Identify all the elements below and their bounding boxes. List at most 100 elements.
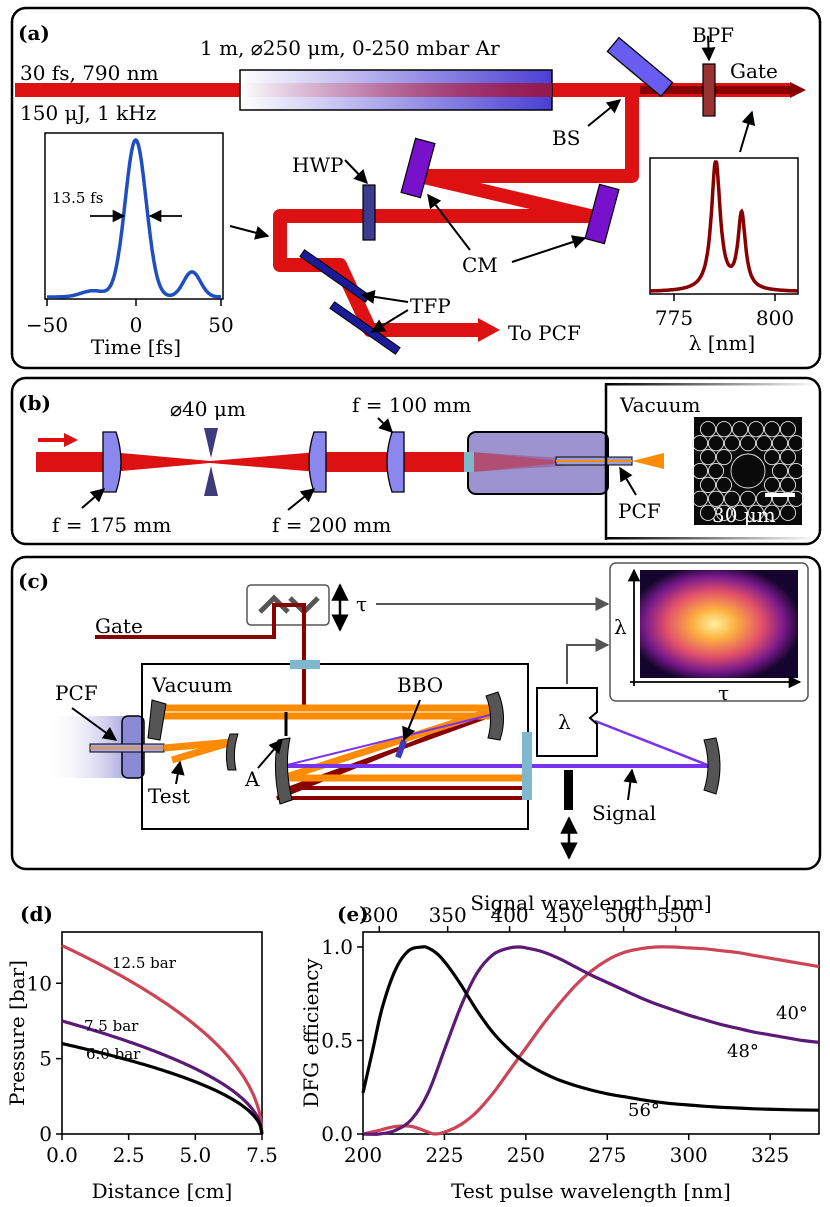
inset-spec-ticklabel-1: 775 <box>655 306 693 330</box>
pcf-output <box>632 453 664 469</box>
delay-mirror-1 <box>258 594 290 614</box>
e-series-label-2: 48° <box>727 1041 759 1062</box>
signal-pointer <box>623 768 638 801</box>
pinhole-bottom <box>204 466 218 496</box>
pcf-air-hole <box>779 421 797 438</box>
e-xtick-label: 300 <box>670 1143 708 1167</box>
tfp-label: TFP <box>410 294 451 318</box>
bpf-filter <box>702 63 716 117</box>
to-pcf-arrow <box>478 318 500 342</box>
cm-pointer-1 <box>427 193 471 251</box>
pcf-air-hole <box>755 435 773 452</box>
panel-c-frame <box>10 555 822 871</box>
lens-f200 <box>308 431 327 493</box>
inset-spec-pointer <box>739 110 756 153</box>
laser-spec-1: 30 fs, 790 nm <box>20 61 159 85</box>
pcf-air-hole <box>787 462 805 480</box>
pcf-air-hole <box>787 490 805 507</box>
panel-a-frame <box>10 6 822 370</box>
bbo-pointer <box>402 699 421 742</box>
pcf-air-hole <box>723 490 741 507</box>
pcf-air-hole <box>763 504 781 521</box>
pinhole-top <box>204 428 218 458</box>
d-xtick-label: 7.5 <box>246 1143 278 1167</box>
beam-splitter <box>606 36 674 98</box>
e-ytick-label: 1.0 <box>321 935 353 959</box>
d-series-label-1: 12.5 bar <box>112 954 177 972</box>
pcf-air-hole <box>779 504 797 521</box>
e-top-tick-label: 300 <box>360 903 398 927</box>
e-xtick-label: 225 <box>425 1143 463 1167</box>
pcf-air-hole <box>763 476 781 493</box>
gate-window <box>290 660 320 669</box>
inset-time-fwhm: 13.5 fs <box>52 189 103 207</box>
lens-f100 <box>386 431 405 493</box>
pcf-core-hole <box>730 453 766 489</box>
pinhole-label: ⌀40 μm <box>170 397 246 421</box>
d-xtick-label: 5.0 <box>179 1143 211 1167</box>
cm-label: CM <box>462 253 498 277</box>
laser-spec-2: 150 μJ, 1 kHz <box>20 101 156 125</box>
spectrometer <box>536 687 598 757</box>
f175-pointer <box>81 488 106 509</box>
panel-c: (c) <box>10 555 822 871</box>
inset-time-ticklabel-3: 50 <box>208 313 233 337</box>
d-series-label-2: 7.5 bar <box>84 1017 139 1035</box>
d-xtick-label: 2.5 <box>113 1143 145 1167</box>
trace-y-label: λ <box>614 615 627 639</box>
panel-c-tag: (c) <box>18 569 49 593</box>
bbo-crystal <box>395 739 407 759</box>
pcf-label-b: PCF <box>618 499 661 523</box>
pcf-air-hole <box>747 504 765 521</box>
e-ytick-label: 0.0 <box>321 1122 353 1146</box>
pcf-air-hole <box>755 490 773 507</box>
e-ylabel: DFG efficiency <box>299 958 323 1108</box>
spectrometer-label: λ <box>558 710 571 734</box>
bs-pointer <box>587 99 622 127</box>
pcf-air-hole <box>763 449 781 466</box>
signal-label: Signal <box>592 801 656 825</box>
bpf-pointer <box>701 35 716 62</box>
pcf-air-hole <box>771 435 789 452</box>
pcf-air-hole <box>747 421 765 438</box>
pcf-air-hole <box>699 476 717 493</box>
e-top-tick-label: 500 <box>604 903 642 927</box>
e-top-xlabel: Signal wavelength [nm] <box>470 891 711 915</box>
beam-b <box>36 452 470 472</box>
pcf-air-hole <box>707 490 725 507</box>
inset-time-pointer <box>229 225 270 240</box>
panel-a: (a) 30 fs, 790 nm 150 μJ, 1 kHz 1 m, ⌀25… <box>10 6 822 370</box>
output-window <box>522 732 532 800</box>
e-series-line-1 <box>362 945 820 1136</box>
vacuum-bottom-edge <box>606 537 818 540</box>
beam-block <box>564 770 573 810</box>
d-series-label-3: 6.0 bar <box>86 1045 141 1063</box>
lens-f175 <box>102 431 122 493</box>
vacuum-label-c: Vacuum <box>151 673 232 697</box>
tfp-pointer-2 <box>370 309 409 333</box>
d-xlabel: Distance [cm] <box>92 1179 233 1203</box>
test-path <box>162 704 525 782</box>
pcf-sem-image <box>694 417 802 525</box>
inset-time-ticklabel-1: −50 <box>26 313 68 337</box>
inset-time-pulse <box>47 137 221 299</box>
e-series-label-1: 40° <box>776 1003 808 1024</box>
d-xtick-label: 0.0 <box>46 1143 78 1167</box>
pcf-air-hole <box>787 435 805 452</box>
pcf-air-hole <box>691 462 709 480</box>
inset-spec-curve <box>649 160 799 293</box>
pcf-air-hole <box>715 449 733 466</box>
e-series-line-2 <box>362 945 820 1136</box>
cm-pointer-2 <box>511 235 587 263</box>
gate-arrow <box>790 82 806 98</box>
signal-to-spectrometer <box>594 719 711 768</box>
e-xtick-label: 250 <box>507 1143 545 1167</box>
f200-pointer <box>287 488 316 511</box>
pcf-sem-cladding <box>691 421 805 521</box>
e-top-tick-label: 550 <box>657 903 695 927</box>
pcf-air-hole <box>763 421 781 438</box>
e-series-label-3: 56° <box>628 1100 660 1121</box>
